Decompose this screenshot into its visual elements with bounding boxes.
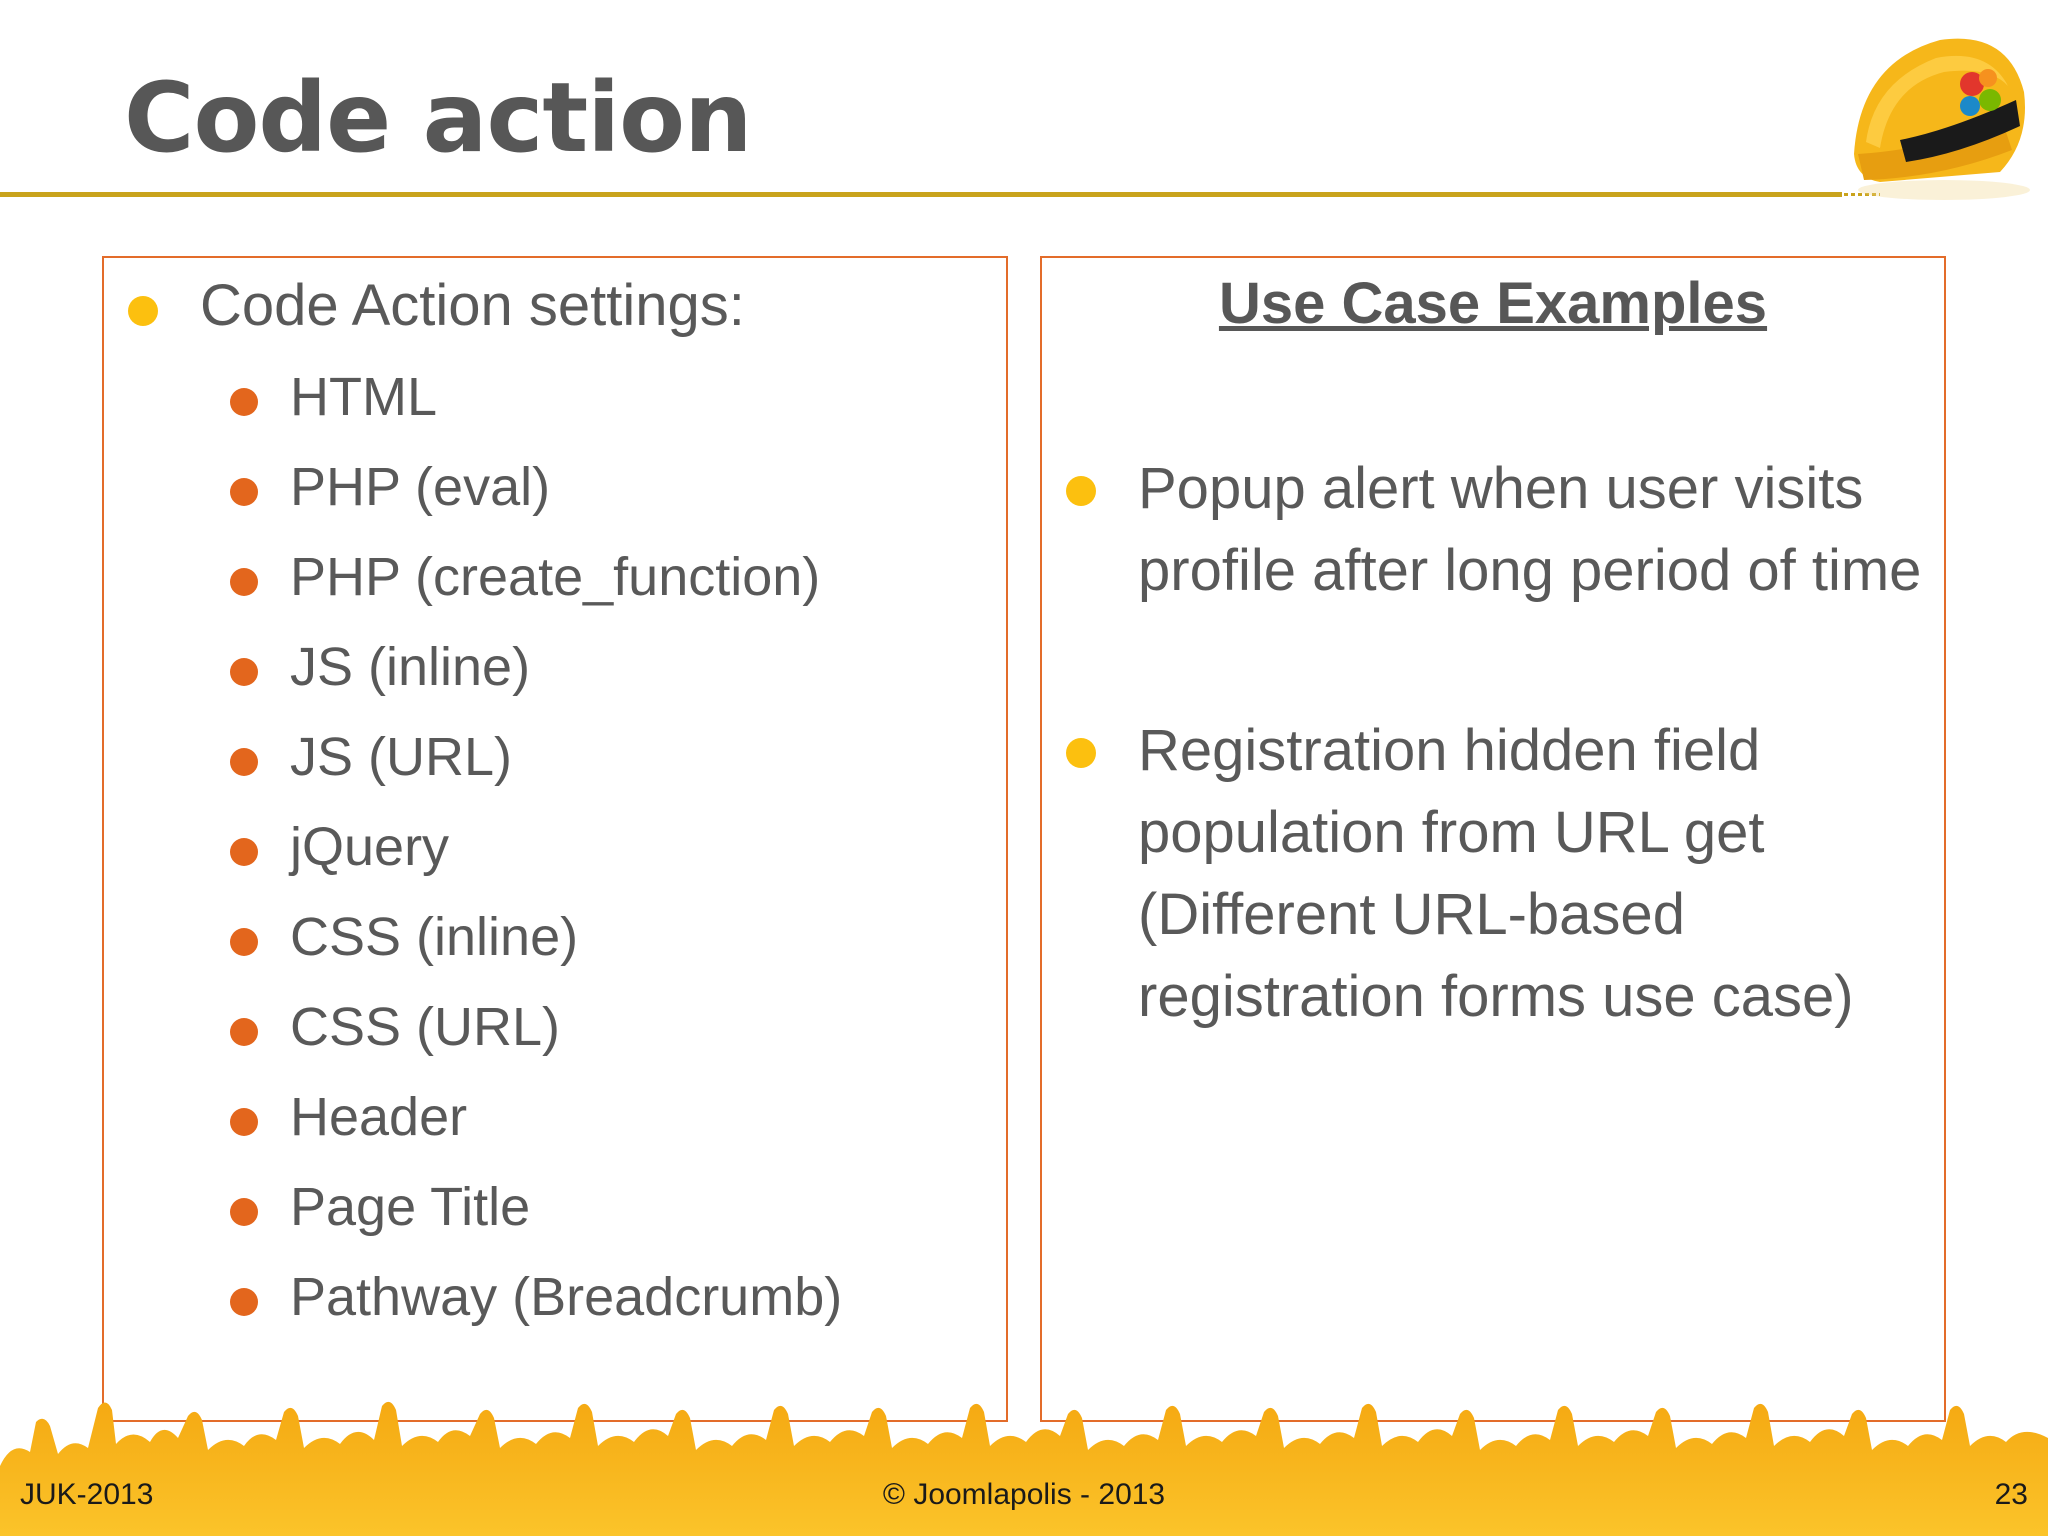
construction-helmet-logo — [1854, 38, 2030, 200]
bullet-dot — [230, 928, 258, 956]
list-item: HTML — [290, 367, 437, 427]
bullet-dot — [230, 568, 258, 596]
bullet-dot — [230, 388, 258, 416]
bullet-dot — [128, 296, 158, 326]
settings-panel — [102, 256, 1008, 1422]
list-item: CSS (inline) — [290, 907, 579, 967]
list-item: JS (inline) — [290, 637, 531, 697]
bullet-dot — [230, 838, 258, 866]
use-cases-panel — [1040, 256, 1946, 1422]
use-cases-heading: Use Case Examples — [1218, 271, 1768, 336]
list-item: Pathway (Breadcrumb) — [290, 1267, 843, 1327]
settings-heading: Code Action settings: — [200, 273, 745, 338]
bullet-dot — [230, 1288, 258, 1316]
crowd-silhouette — [0, 1401, 2048, 1536]
title-divider — [0, 192, 1842, 197]
list-item: Page Title — [290, 1177, 531, 1237]
title-divider-dots — [1844, 193, 1880, 196]
page-number: 23 — [1994, 1478, 2028, 1511]
use-case-item: Popup alert when user visits profile aft… — [1138, 456, 1922, 603]
bullet-dot — [230, 658, 258, 686]
list-item: JS (URL) — [290, 727, 513, 787]
bullet-dot — [230, 478, 258, 506]
bullet-dot — [230, 748, 258, 776]
footer-copyright: © Joomlapolis - 2013 — [882, 1478, 1166, 1511]
bullet-dot — [230, 1198, 258, 1226]
bullet-dot — [230, 1108, 258, 1136]
list-item: Header — [290, 1087, 468, 1147]
slide-title: Code action — [124, 62, 752, 174]
list-item: CSS (URL) — [290, 997, 561, 1057]
bullet-dot — [230, 1018, 258, 1046]
list-item: PHP (create_function) — [290, 547, 821, 607]
bullet-dot — [1066, 738, 1096, 768]
list-item: jQuery — [290, 817, 450, 877]
use-case-item: Registration hidden field population fro… — [1138, 718, 1854, 1029]
list-item: PHP (eval) — [290, 457, 551, 517]
bullet-dot — [1066, 476, 1096, 506]
footer-event-label: JUK-2013 — [20, 1478, 154, 1511]
